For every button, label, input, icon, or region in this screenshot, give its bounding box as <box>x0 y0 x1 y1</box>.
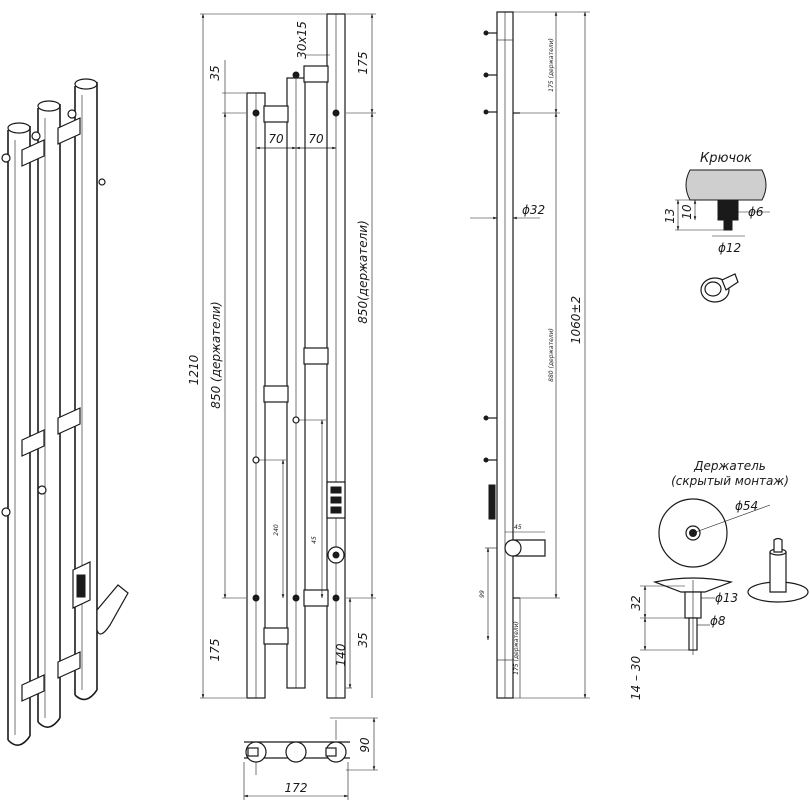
iso-brackets <box>21 117 81 702</box>
iso-thermostat <box>72 561 91 609</box>
dim-diameter-32: ϕ32 <box>522 203 545 217</box>
side-thermostat <box>488 484 496 520</box>
dim-holder-54: ϕ54 <box>735 499 758 513</box>
dim-1060: 1060±2 <box>569 296 583 344</box>
dim-holder-32: 32 <box>629 595 643 610</box>
iso-outlet-pipe <box>96 584 129 635</box>
hook-detail: Крючок 13 10 ϕ6 ϕ12 <box>663 151 770 303</box>
dim-90: 90 <box>358 737 372 753</box>
dim-hook-10: 10 <box>680 204 694 220</box>
dim-hook-6: ϕ6 <box>748 205 764 219</box>
hook-wall <box>685 169 767 201</box>
dim-35-top: 35 <box>208 65 222 80</box>
holder-iso <box>747 537 809 603</box>
dim-1210: 1210 <box>187 354 201 385</box>
top-view: 172 90 <box>243 717 378 800</box>
isometric-view <box>1 78 129 746</box>
dim-holder-14-30: 14 – 30 <box>629 656 643 701</box>
holder-profile <box>652 577 734 655</box>
dim-880-holders: 880 (держатели) <box>548 328 555 382</box>
dim-holder-8: ϕ8 <box>710 614 726 628</box>
side-dimensions: 1060±2 175 (держатели) 880 (держатели) 1… <box>470 11 590 699</box>
dim-240: 240 <box>273 524 280 536</box>
front-dimensions: 1210 850 (держатели) 35 175 30x15 70 70 <box>187 13 376 699</box>
hook-iso <box>700 273 739 303</box>
dim-175-bottom: 175 <box>208 639 222 662</box>
holder-detail: Держатель (скрытый монтаж) ϕ54 ϕ13 ϕ8 32… <box>629 459 809 701</box>
dim-99: 99 <box>479 590 486 598</box>
iso-hooks <box>1 109 106 517</box>
iso-pipe-2 <box>37 100 61 728</box>
side-view: 1060±2 175 (держатели) 880 (держатели) 1… <box>470 11 590 699</box>
dim-35-bottom: 35 <box>356 632 370 647</box>
dim-hook-12: ϕ12 <box>718 241 741 255</box>
front-view: 1210 850 (держатели) 35 175 30x15 70 70 <box>187 13 376 699</box>
dim-175-top: 175 <box>356 52 370 75</box>
dim-140: 140 <box>334 643 348 666</box>
dim-45-outlet: 45 <box>514 524 522 531</box>
hook-body <box>717 199 739 221</box>
dim-45-inner: 45 <box>311 536 318 544</box>
hook-title: Крючок <box>700 151 752 166</box>
side-holder-pins <box>483 30 520 599</box>
front-holder-points <box>252 71 340 602</box>
dim-70-a: 70 <box>268 132 284 146</box>
iso-pipe-3 <box>74 78 98 701</box>
dim-850-right: 850(держатели) <box>356 220 370 324</box>
front-pipe-left <box>246 92 266 699</box>
dim-172: 172 <box>285 781 308 795</box>
dim-175-holders-bottom: 175 (держатели) <box>513 621 520 675</box>
holder-title-1: Держатель <box>693 459 766 473</box>
dim-70-b: 70 <box>308 132 324 146</box>
dim-850-left: 850 (держатели) <box>209 301 223 408</box>
dim-hook-13: 13 <box>663 208 677 223</box>
iso-pipe-1 <box>7 122 31 746</box>
front-thermostat <box>326 481 346 564</box>
dim-holder-13: ϕ13 <box>715 591 738 605</box>
dim-175-holders-top: 175 (держатели) <box>548 38 555 92</box>
dim-30x15: 30x15 <box>295 21 309 59</box>
holder-title-2: (скрытый монтаж) <box>671 474 789 488</box>
